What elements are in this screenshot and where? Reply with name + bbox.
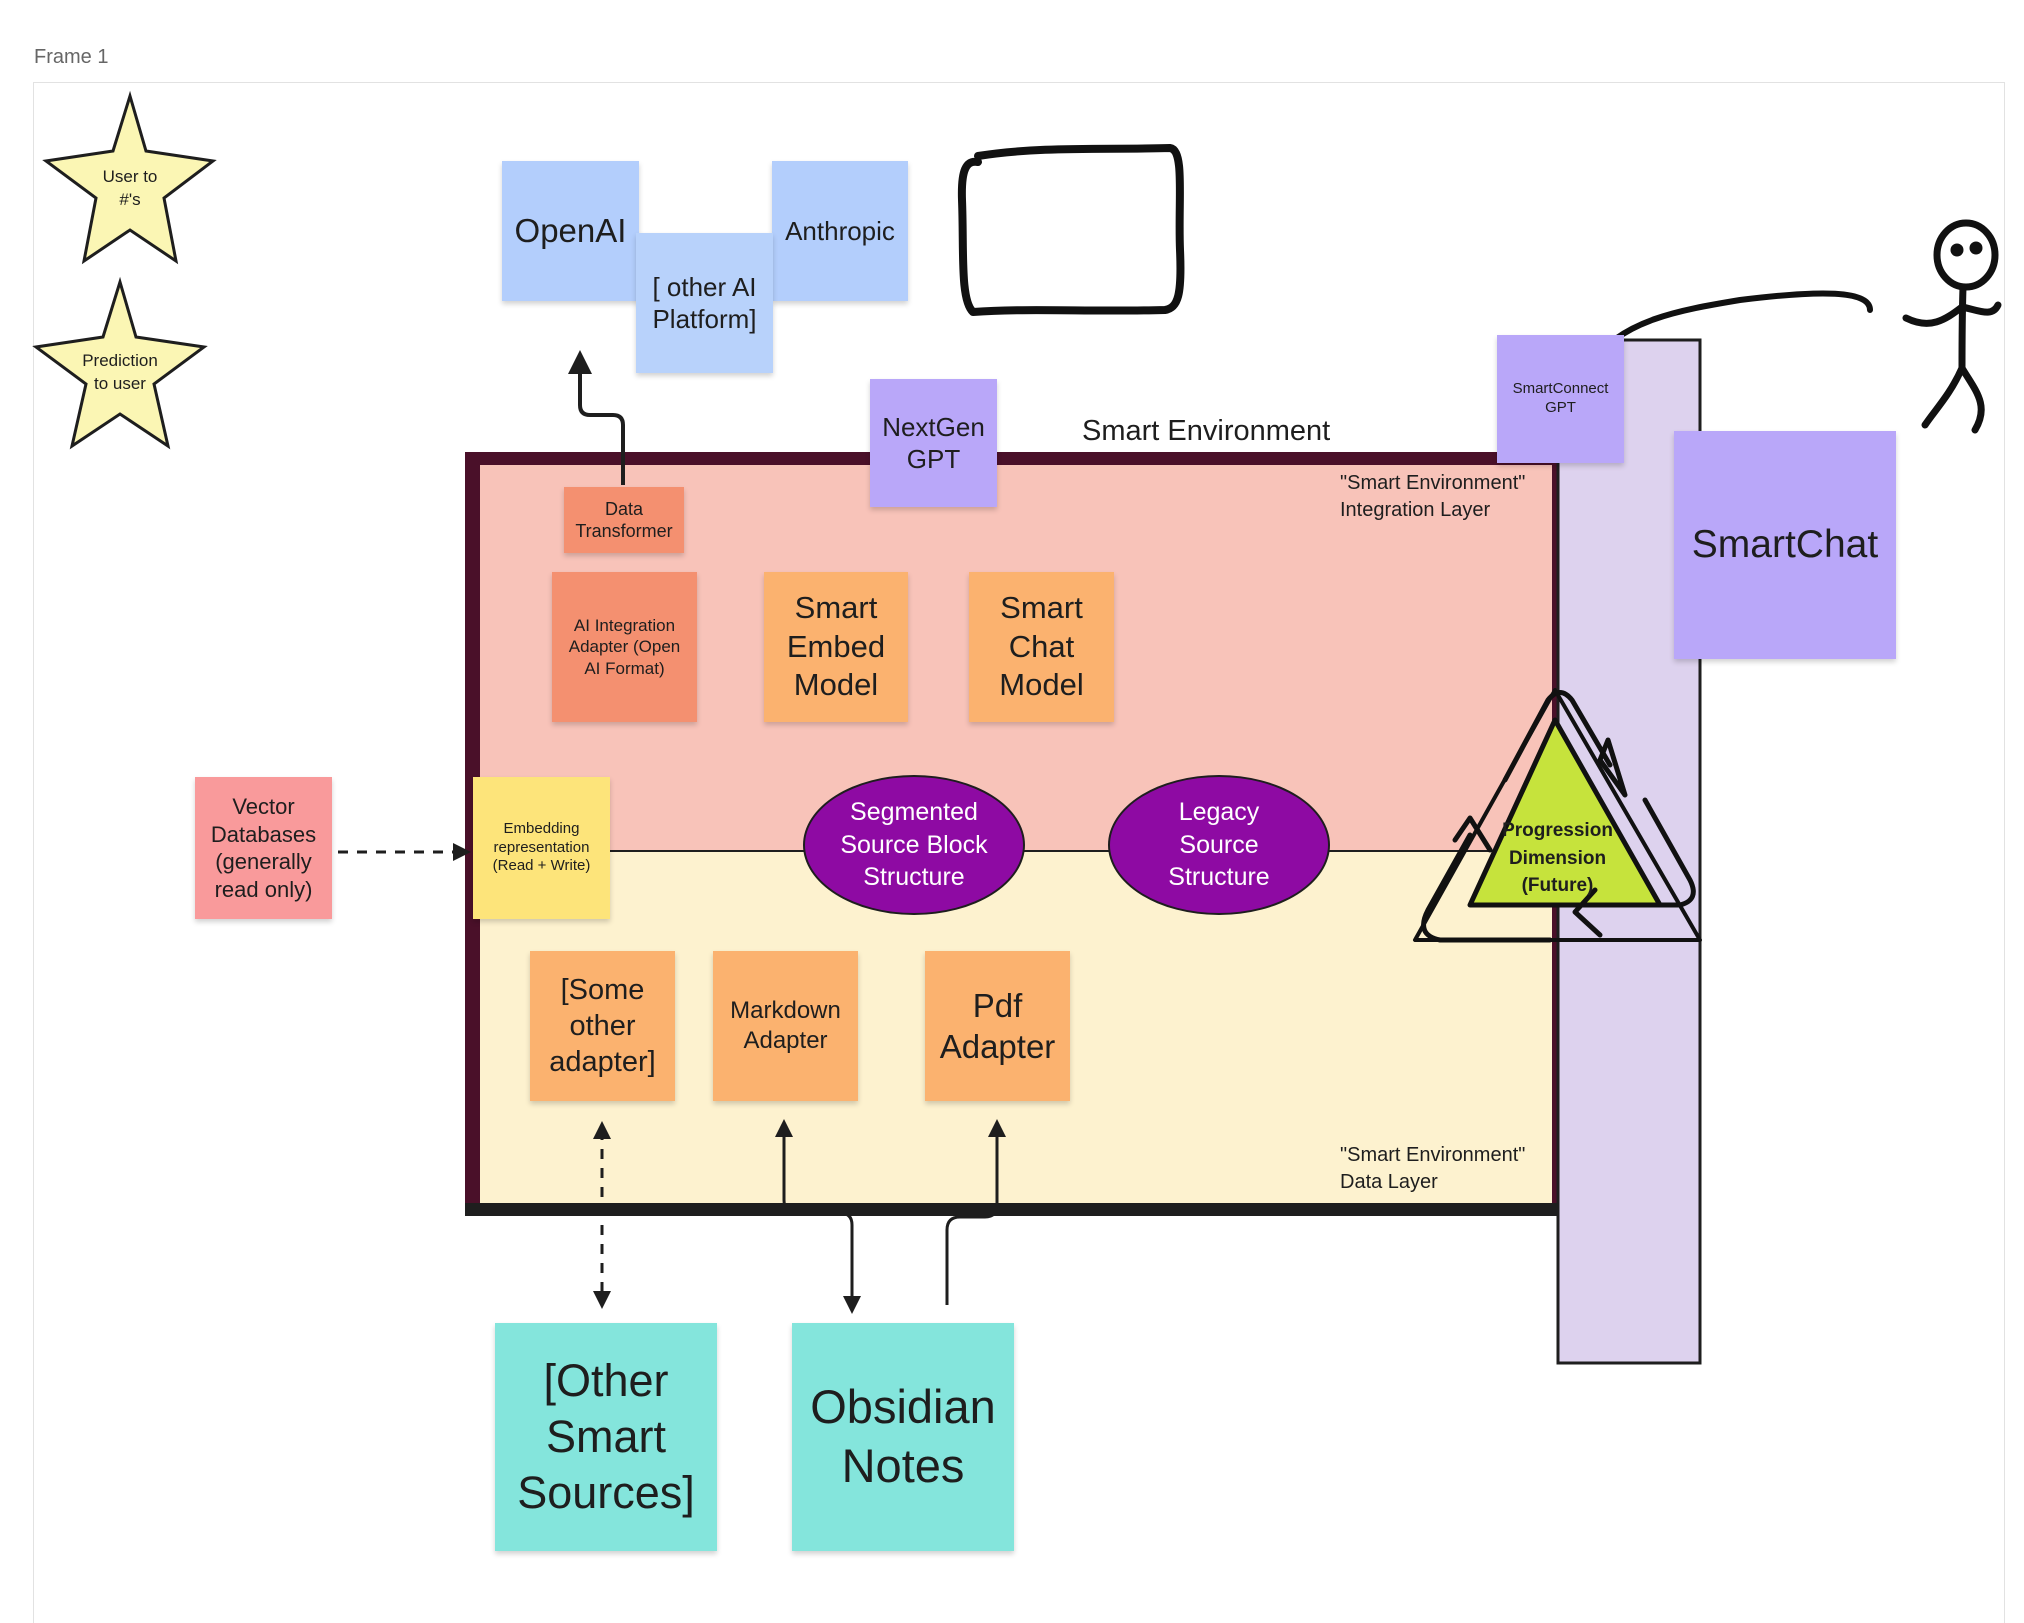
markdown-connector [775, 1119, 861, 1314]
markdown-adapter-note[interactable]: Markdown Adapter [713, 951, 858, 1101]
integration-layer-label: "Smart Environment" Integration Layer [1340, 472, 1526, 521]
nextgen-gpt-note[interactable]: NextGen GPT [870, 379, 997, 507]
vector-databases-note[interactable]: Vector Databases (generally read only) [195, 777, 332, 919]
smart-embed-model-note[interactable]: Smart Embed Model [764, 572, 908, 722]
transformer-arrow [568, 350, 625, 485]
stick-figure-icon [1902, 219, 2002, 434]
smart-chat-model-note[interactable]: Smart Chat Model [969, 572, 1114, 722]
embedding-representation-note[interactable]: Embedding representation (Read + Write) [473, 777, 610, 919]
recycle-icon [1413, 688, 1702, 943]
smartconnect-gpt-note[interactable]: SmartConnect GPT [1497, 335, 1624, 463]
star-shape-2 [32, 276, 208, 450]
star-label-prediction: Prediction to user [82, 351, 158, 393]
environment-title: Smart Environment [1082, 415, 1331, 447]
star-shape-1 [42, 90, 217, 265]
star-label-user: User to #'s [102, 167, 158, 209]
data-layer-label: "Smart Environment" Data Layer [1340, 1144, 1526, 1193]
data-layer-bottom-border [465, 1203, 1567, 1216]
anthropic-note[interactable]: Anthropic [772, 161, 908, 301]
other-ai-platform-note[interactable]: [ other AI Platform] [636, 233, 773, 373]
data-transformer-note[interactable]: Data Transformer [564, 487, 684, 553]
openai-note[interactable]: OpenAI [502, 161, 639, 301]
segmented-structure-ellipse[interactable]: Segmented Source Block Structure [803, 775, 1025, 915]
other-smart-sources-note[interactable]: [Other Smart Sources] [495, 1323, 717, 1551]
ai-integration-adapter-note[interactable]: AI Integration Adapter (Open AI Format) [552, 572, 697, 722]
smartconnect-connector [1587, 290, 1873, 368]
progression-dimension-label: Progression Dimension (Future) [1502, 820, 1613, 897]
hand-drawn-rectangle [957, 144, 1185, 316]
obsidian-notes-note[interactable]: Obsidian Notes [792, 1323, 1014, 1551]
frame-title: Frame 1 [34, 46, 109, 68]
other-adapter-note[interactable]: [Some other adapter] [530, 951, 675, 1101]
pdf-adapter-note[interactable]: Pdf Adapter [925, 951, 1070, 1101]
smartchat-note[interactable]: SmartChat [1674, 431, 1896, 659]
legacy-structure-ellipse[interactable]: Legacy Source Structure [1108, 775, 1330, 915]
pdf-connector [945, 1119, 1006, 1305]
frame-border [33, 82, 2005, 1623]
